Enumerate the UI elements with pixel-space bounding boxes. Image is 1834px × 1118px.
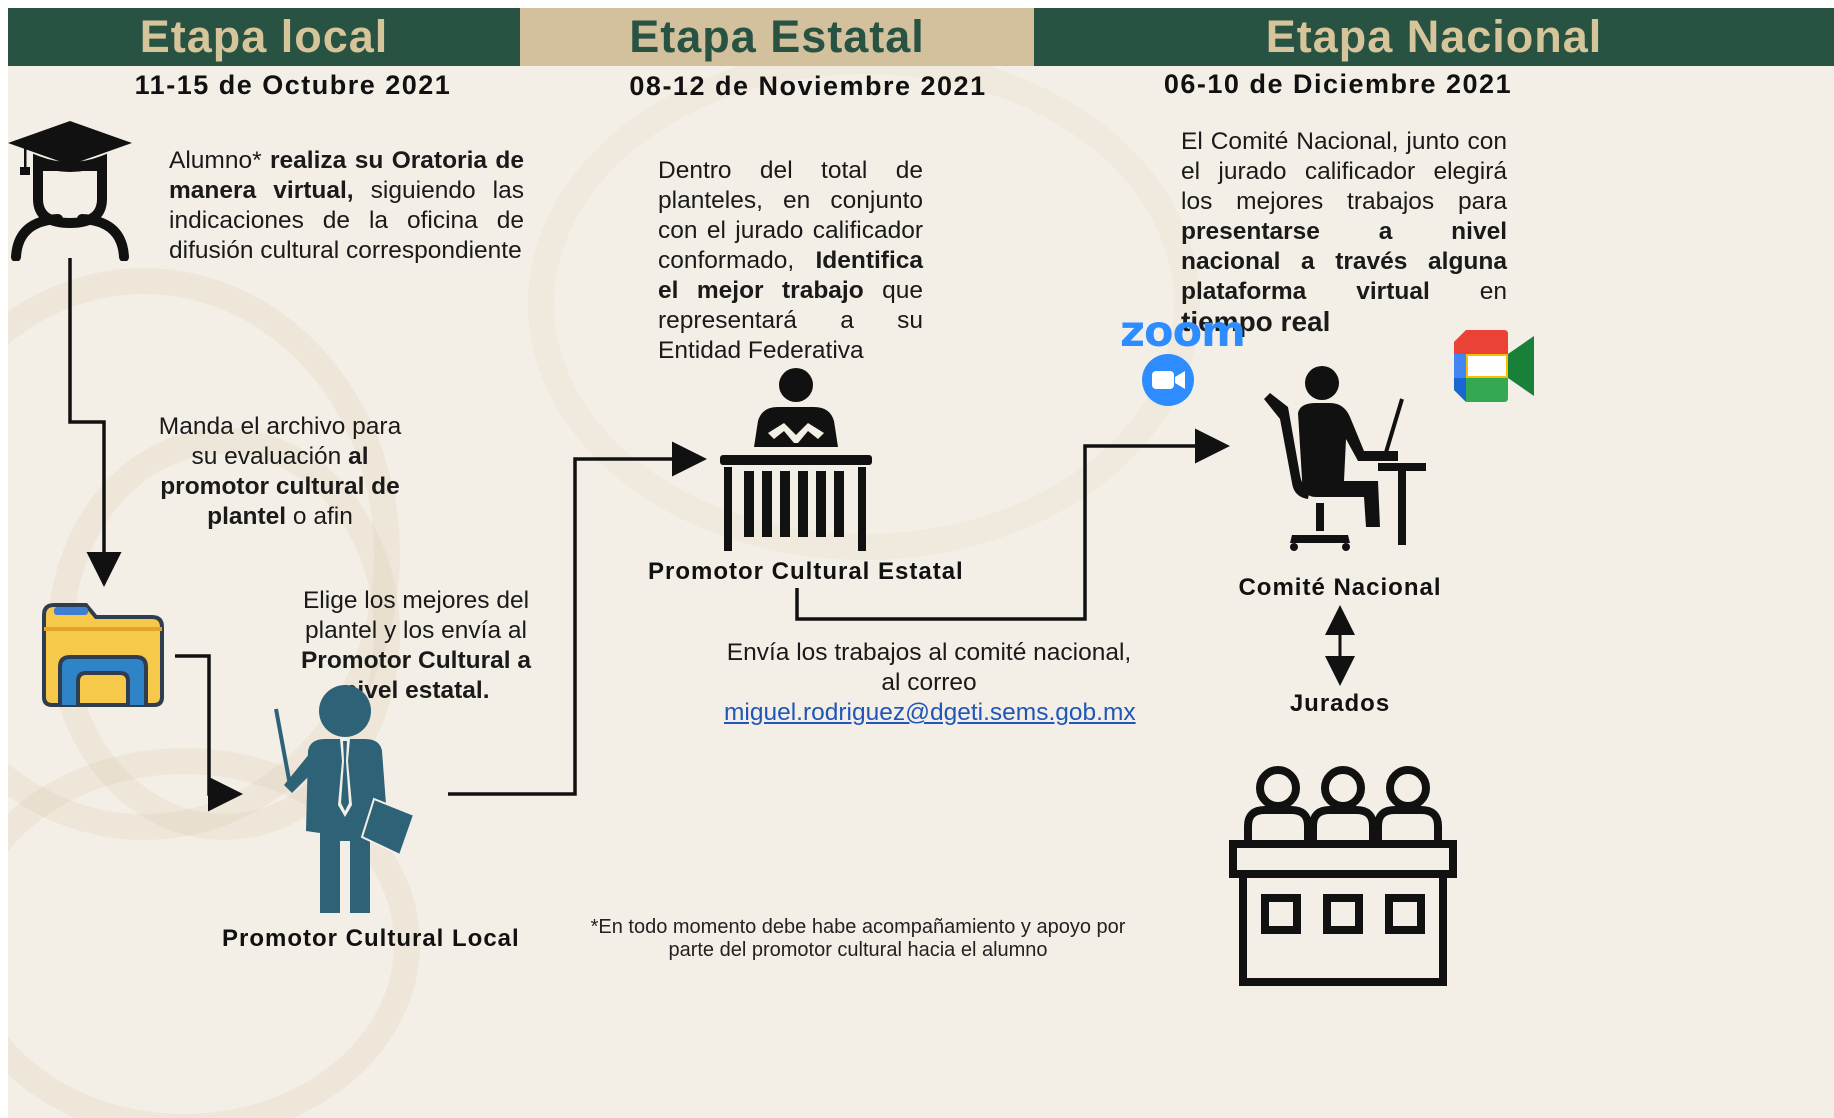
flow-diagram: Etapa local Etapa Estatal Etapa Nacional… <box>8 8 1834 1118</box>
computer-worker-icon <box>1264 366 1426 551</box>
zoom-logo-text: zoom <box>1120 307 1246 357</box>
estatal-instructions: Dentro del total de planteles, en conjun… <box>658 157 923 364</box>
connector-estatal-to-nacional <box>795 428 1230 621</box>
choose-best-text: Elige los mejores del plantel y los enví… <box>300 587 532 704</box>
send-to-committee-text: Envía los trabajos al comité nacional, a… <box>724 639 1136 726</box>
stage-header-estatal: Etapa Estatal <box>520 8 1034 66</box>
teacher-icon <box>274 685 416 913</box>
label-local-promoter: Promotor Cultural Local <box>222 925 520 952</box>
nacional-instructions: El Comité Nacional, junto con el jurado … <box>1181 128 1507 337</box>
connector-folder-to-local-promoter <box>175 654 243 812</box>
jury-panel-icon <box>1229 766 1457 986</box>
flow-connectors <box>68 258 1355 812</box>
date-estatal: 08-12 de Noviembre 2021 <box>629 71 987 101</box>
connector-local-to-estatal <box>448 441 707 796</box>
label-estatal-promoter: Promotor Cultural Estatal <box>648 558 964 585</box>
student-instructions: Alumno* realiza su Oratoria de manera vi… <box>169 147 524 264</box>
send-file-text: Manda el archivo para su evaluación al p… <box>158 413 402 530</box>
footnote: *En todo momento debe habe acompañamient… <box>590 916 1126 961</box>
promoter-desk-icon <box>720 368 872 551</box>
graduate-student-icon <box>8 121 132 261</box>
google-meet-icon <box>1454 330 1534 402</box>
date-local: 11-15 de Octubre 2021 <box>134 70 452 100</box>
stage-header-nacional: Etapa Nacional <box>1034 8 1834 66</box>
stage-header-local: Etapa local <box>8 8 520 66</box>
zoom-camera-icon <box>1142 354 1194 406</box>
date-nacional: 06-10 de Diciembre 2021 <box>1163 69 1513 99</box>
folder-icon <box>42 603 164 707</box>
label-jurors: Jurados <box>1289 690 1391 717</box>
connector-student-to-folder <box>68 258 122 587</box>
email-link[interactable]: miguel.rodriguez@dgeti.sems.gob.mx <box>724 699 1136 726</box>
label-national-committee: Comité Nacional <box>1238 574 1442 601</box>
